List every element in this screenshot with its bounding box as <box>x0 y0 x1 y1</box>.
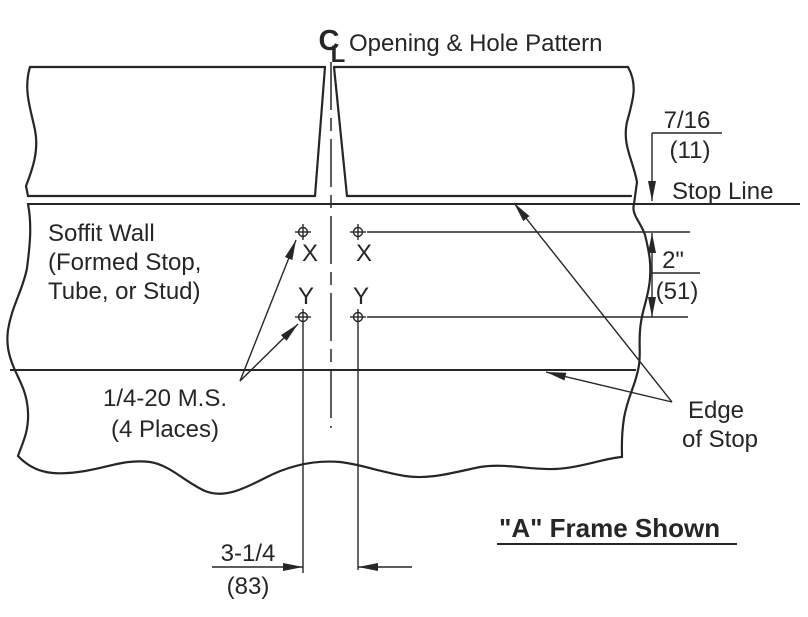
fastener-label-line1: 1/4-20 M.S. <box>103 385 227 412</box>
dim-2in-value: 2" <box>662 247 684 274</box>
hole-label-x-left: X <box>302 240 318 267</box>
edge-of-stop-label-line2: of Stop <box>682 426 758 453</box>
dim-3-1-4-value: 3-1/4 <box>221 540 276 567</box>
hole-label-y-left: Y <box>298 283 314 310</box>
lower-wall-left-break-edge <box>6 202 32 458</box>
fastener-leader-upper <box>239 239 297 382</box>
edge-of-stop-label-line1: Edge <box>688 397 744 424</box>
hole-marker-upper-left <box>295 224 311 240</box>
fastener-leader-lower <box>239 323 299 382</box>
frame-note-label: "A" Frame Shown <box>499 513 720 543</box>
hole-marker-lower-right <box>350 309 366 325</box>
opening-slot-left-line <box>313 65 327 198</box>
centerline-symbol-c: C <box>319 25 340 57</box>
soffit-wall-label-line3: Tube, or Stud) <box>48 278 201 305</box>
upper-panel-left-break-edge <box>24 65 38 198</box>
soffit-wall-label-line2: (Formed Stop, <box>48 249 201 276</box>
hole-marker-upper-right <box>350 224 366 240</box>
right-break-edge <box>620 65 652 459</box>
dim-3-1-4-metric: (83) <box>227 573 270 600</box>
soffit-wall-label-line1: Soffit Wall <box>48 220 155 247</box>
heading-label: Opening & Hole Pattern <box>349 30 603 57</box>
edge-of-stop-leader-upper <box>513 202 673 403</box>
hole-label-x-right: X <box>356 240 372 267</box>
centerline-symbol-l: L <box>331 41 346 68</box>
hole-label-y-right: Y <box>353 283 369 310</box>
dim-7-16-value: 7/16 <box>664 107 711 134</box>
fastener-label-line2: (4 Places) <box>111 416 219 443</box>
edge-of-stop-leader-lower <box>545 371 673 403</box>
opening-slot-right-line <box>332 65 349 198</box>
hole-marker-lower-left <box>295 309 311 325</box>
dim-7-16-metric: (11) <box>670 137 711 164</box>
dim-2in-metric: (51) <box>656 278 699 305</box>
stop-line-label: Stop Line <box>672 178 773 205</box>
lower-wall-bottom-break-edge <box>16 454 624 495</box>
